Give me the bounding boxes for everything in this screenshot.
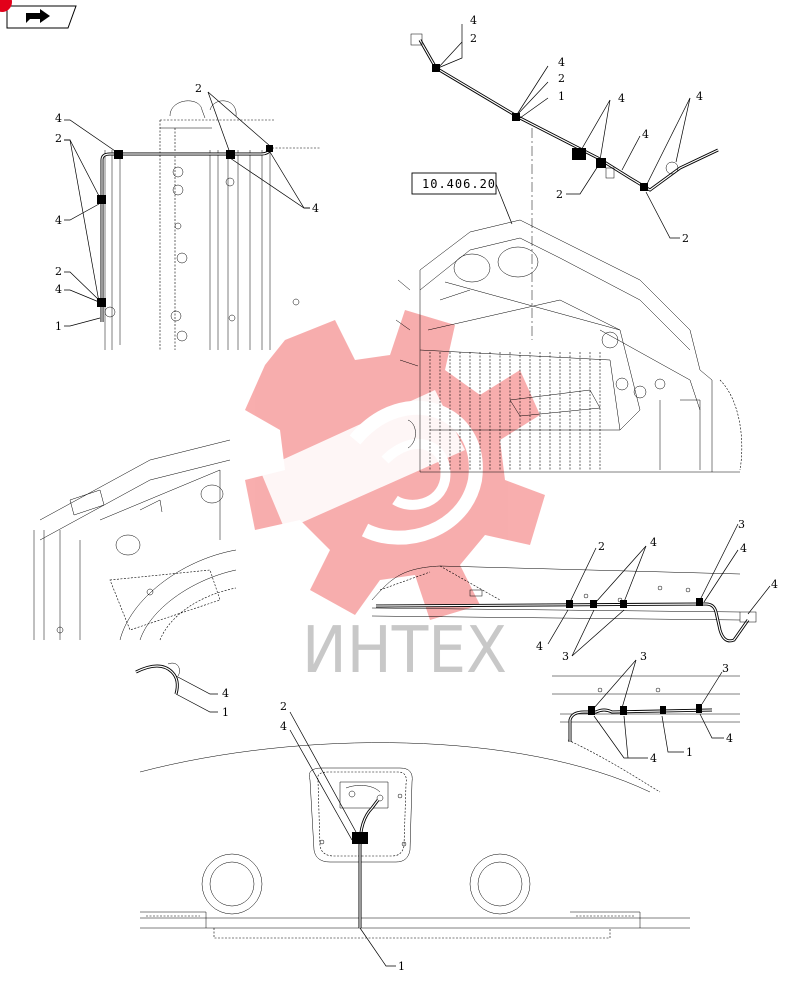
callout-label: 3 (562, 650, 569, 663)
callout-label: 4 (650, 752, 657, 765)
callout-label: 1 (558, 90, 565, 103)
callout-label: 3 (722, 662, 729, 675)
callout-label: 4 (536, 640, 543, 653)
watermark-text: ИНТЕХ (302, 614, 507, 688)
callout-label: 2 (598, 540, 605, 553)
callout-label: 2 (558, 72, 565, 85)
callout-label: 2 (195, 82, 202, 95)
callout-label: 4 (650, 536, 657, 549)
next-page-button[interactable] (4, 4, 78, 30)
callout-label: 4 (740, 542, 747, 555)
next-page-arrow-icon (26, 9, 50, 23)
callout-label: 4 (642, 128, 649, 141)
view-bottom: 2 4 1 (139, 700, 690, 973)
callout-label: 1 (222, 706, 229, 719)
callout-label: 4 (470, 14, 477, 27)
reference-box[interactable] (411, 172, 497, 195)
callout-label: 4 (55, 112, 62, 125)
callout-label: 4 (771, 578, 778, 591)
reference-label: 10.406.20 (422, 177, 496, 191)
callout-label: 1 (398, 960, 405, 973)
view-upper-right: 4 2 4 2 1 4 4 4 2 2 10.406.20 (395, 14, 743, 473)
callout-label: 4 (55, 283, 62, 296)
callout-label: 2 (682, 232, 689, 245)
callout-label: 4 (55, 214, 62, 227)
view-middle-left: 4 1 (33, 439, 237, 719)
view-upper-left: 4 2 4 2 4 1 2 4 (55, 82, 320, 350)
callout-label: 3 (640, 650, 647, 663)
callout-label: 2 (470, 32, 477, 45)
callout-label: 4 (280, 720, 287, 733)
callout-label: 4 (558, 56, 565, 69)
callout-label: 3 (738, 518, 745, 531)
callout-label: 2 (556, 188, 563, 201)
corner-badge (0, 0, 12, 12)
callout-label: 1 (686, 746, 693, 759)
view-lower-right: 3 3 4 1 4 (552, 650, 740, 793)
view-middle-right: 2 4 3 4 4 4 3 (371, 518, 778, 663)
callout-label: 4 (696, 90, 703, 103)
callout-label: 4 (726, 732, 733, 745)
callout-label: 2 (55, 132, 62, 145)
callout-label: 4 (312, 202, 319, 215)
callout-label: 2 (55, 265, 62, 278)
callout-label: 4 (618, 92, 625, 105)
callout-label: 1 (55, 320, 62, 333)
callout-label: 2 (280, 700, 287, 713)
callout-label: 4 (222, 687, 229, 700)
